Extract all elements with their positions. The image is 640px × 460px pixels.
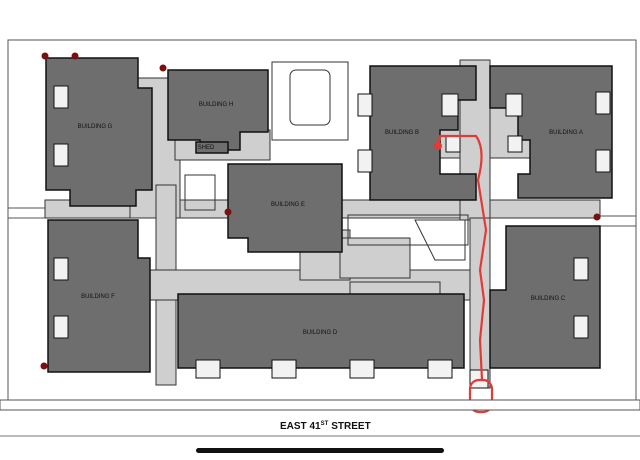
street-name-number: EAST 41 <box>280 421 321 432</box>
label-building-h: BUILDING H <box>199 102 233 108</box>
label-building-d: BUILDING D <box>303 330 338 336</box>
label-building-b: BUILDING B <box>385 130 419 136</box>
label-building-e: BUILDING E <box>271 202 305 208</box>
home-indicator-bar[interactable] <box>196 448 444 453</box>
building-g <box>45 57 153 207</box>
route-start-marker <box>434 142 442 150</box>
route-path <box>436 134 494 414</box>
label-building-a: BUILDING A <box>549 130 583 136</box>
building-f <box>47 219 151 373</box>
building-labels: BUILDING G BUILDING H SHED BUILDING E BU… <box>78 102 583 336</box>
courtyards <box>184 61 469 323</box>
label-shed: SHED <box>198 145 215 151</box>
label-building-g: BUILDING G <box>78 124 113 130</box>
label-building-f: BUILDING F <box>81 294 115 300</box>
building-e <box>227 163 343 253</box>
label-building-c: BUILDING C <box>531 296 566 302</box>
building-h <box>167 69 269 151</box>
entrance-boxes <box>53 85 611 389</box>
corner-markers <box>40 52 601 370</box>
street-name-suffix: ST <box>321 421 329 427</box>
street <box>0 399 640 437</box>
building-d <box>177 293 465 369</box>
building-c <box>489 225 601 369</box>
shed <box>195 141 229 154</box>
street-name-type: STREET <box>331 421 370 432</box>
